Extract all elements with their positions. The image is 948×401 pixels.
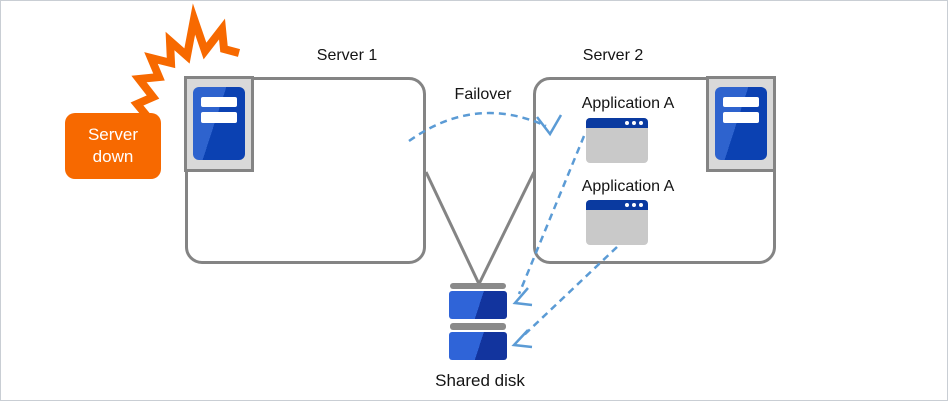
disk-stack-icon [449, 283, 507, 360]
server1-disk-line [424, 171, 481, 285]
disk-cap [450, 283, 506, 289]
failover-label: Failover [454, 86, 512, 103]
window-dots-icon [625, 203, 643, 207]
server-drive-bay [723, 112, 759, 123]
disk-platter [449, 291, 507, 319]
server-tower-icon [184, 76, 254, 172]
server-drive-bay [201, 97, 237, 107]
server-tower-icon [706, 76, 776, 172]
server-tower-front [193, 87, 245, 160]
window-titlebar [586, 118, 648, 128]
app1-arrowhead-icon [512, 287, 533, 307]
server2-disk-line [477, 171, 536, 285]
disk-platter [449, 332, 507, 360]
server-tower-front [715, 87, 767, 160]
server-drive-bay [201, 112, 237, 123]
app-window-icon [586, 200, 648, 245]
window-dots-icon [625, 121, 643, 125]
server-down-text-line1: Server [87, 125, 139, 144]
app-window-icon [586, 118, 648, 163]
disk-cap [450, 323, 506, 330]
window-titlebar [586, 200, 648, 210]
app2-label: Application A [581, 178, 675, 195]
app2-arrowhead-icon [511, 329, 533, 349]
shared-disk-label: Shared disk [435, 371, 525, 390]
server-down-badge: Server down [65, 113, 161, 179]
app1-label: Application A [581, 95, 675, 112]
server-drive-bay [723, 97, 759, 107]
server1-title: Server 1 [316, 47, 378, 64]
failover-arc [408, 111, 547, 143]
server-down-text-line2: down [92, 147, 134, 166]
server2-title: Server 2 [582, 47, 644, 64]
